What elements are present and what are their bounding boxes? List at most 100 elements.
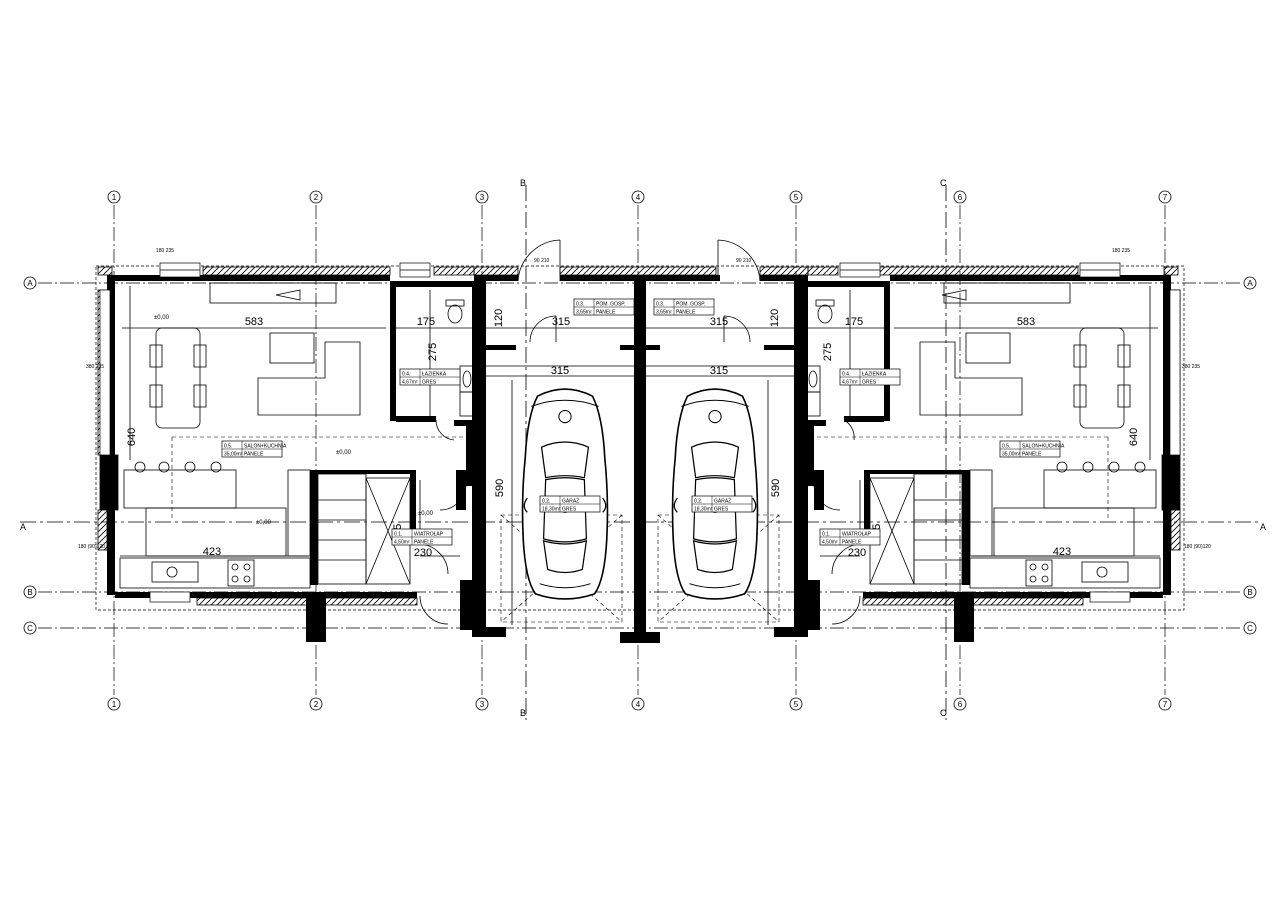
room-finish: GRES [422, 380, 437, 386]
window-mark: 380 235 [86, 364, 104, 370]
dimension-lines [120, 286, 1160, 625]
axis-bubble [23, 585, 37, 599]
section-label: B [520, 178, 526, 188]
axis-label-col: 2 [314, 193, 319, 202]
dim-salon-width-left: 583 [245, 316, 263, 328]
dim-salon-depth-right: 640 [1128, 428, 1140, 446]
room-area: 18,30m² [694, 507, 713, 513]
axis-label-row: A [1247, 279, 1253, 288]
axis-bubble [1158, 697, 1172, 711]
room-name: POM. GOSP. [676, 302, 705, 308]
door-mark: 90 210 [534, 258, 550, 264]
axis-bubble [1158, 190, 1172, 204]
dim-bath-width-left: 175 [417, 316, 435, 328]
axis-bubble [953, 190, 967, 204]
dim-garage-width-left: 315 [551, 365, 569, 377]
level-mark: ±0,00 [154, 315, 170, 321]
axis-label-col: 4 [636, 193, 641, 202]
level-mark: ±0,00 [336, 450, 352, 456]
axis-bubble [789, 697, 803, 711]
room-number: 0.2. [542, 499, 550, 505]
axis-bubble [475, 190, 489, 204]
room-finish: GRES [562, 507, 577, 513]
axis-label-col: 4 [636, 700, 641, 709]
room-finish: GRES [714, 507, 729, 513]
dim-salon-width-right: 583 [1017, 316, 1035, 328]
axis-label-col: 2 [314, 700, 319, 709]
room-finish: PANELE [842, 540, 862, 546]
room-number: 0.4. [842, 372, 850, 378]
furniture [119, 282, 1161, 600]
dim-gosp-width-right: 315 [710, 316, 728, 328]
room-area: 4,67m² [402, 380, 418, 386]
room-finish: PANELE [414, 540, 434, 546]
room-number: 0.3. [576, 302, 584, 308]
dim-garage-depth-right: 590 [770, 479, 782, 497]
room-name: SALON+KUCHNIA [244, 444, 287, 450]
axis-label-col: 1 [112, 193, 117, 202]
dim-garage-width-right: 315 [710, 365, 728, 377]
room-name: SALON+KUCHNIA [1022, 444, 1065, 450]
room-number: 0.1. [822, 532, 830, 538]
room-name: POM. GOSP. [596, 302, 625, 308]
axis-bubble [631, 697, 645, 711]
room-finish: GRES [862, 380, 877, 386]
axis-bubble [953, 697, 967, 711]
room-number: 0.1. [394, 532, 402, 538]
dim-stair-width-left: 230 [414, 547, 432, 559]
window-mark: 180 (90)120 [1184, 544, 1211, 550]
axis-label-col: 6 [958, 700, 963, 709]
axis-label-col: 6 [958, 193, 963, 202]
window-mark: 180 (90)120 [78, 544, 105, 550]
room-area: 3,65m² [656, 310, 672, 316]
level-mark: ±0,00 [256, 520, 272, 526]
room-finish: PANELE [244, 452, 264, 458]
room-area: 18,30m² [542, 507, 561, 513]
axis-label-col: 3 [480, 193, 485, 202]
window-mark: 380 235 [1182, 364, 1200, 370]
dim-salon-depth-left: 640 [126, 428, 138, 446]
axis-bubble [475, 697, 489, 711]
room-area: 35,00m² [224, 452, 243, 458]
axis-label-row: B [1247, 588, 1252, 597]
dim-bath-depth-left: 275 [427, 343, 439, 361]
room-name: ŁAZIENKA [862, 372, 887, 378]
dim-bath-width-right: 175 [845, 316, 863, 328]
opening-marks: 180 235 180 235 90 210 90 210 380 235 38… [78, 248, 1211, 550]
axis-bubble [1243, 585, 1257, 599]
axis-label-row: C [1247, 624, 1253, 633]
room-number: 0.3. [656, 302, 664, 308]
axis-label-col: 7 [1163, 700, 1168, 709]
axis-bubble [23, 276, 37, 290]
room-area: 4,50m² [394, 540, 410, 546]
axis-bubble [107, 190, 121, 204]
dim-bath-depth-right: 275 [822, 343, 834, 361]
dim-kitchen-width-right: 423 [1053, 546, 1071, 558]
window-mark: 180 235 [156, 248, 174, 254]
axis-label-col: 7 [1163, 193, 1168, 202]
room-area: 4,50m² [822, 540, 838, 546]
axis-label-row: C [27, 624, 33, 633]
axis-bubble [1243, 621, 1257, 635]
dim-wc-depth-right: 120 [769, 309, 781, 327]
level-marks: ±0,00 ±0,00 ±0,00 ±0,00 [154, 315, 434, 526]
axis-bubble [631, 190, 645, 204]
room-number: 0.5. [1002, 444, 1010, 450]
dim-garage-depth-left: 590 [494, 479, 506, 497]
axis-label-row: A [27, 279, 33, 288]
section-label: A [20, 522, 26, 532]
axis-bubble [309, 190, 323, 204]
axis-label-col: 5 [794, 700, 799, 709]
axis-label-col: 3 [480, 700, 485, 709]
axis-label-row: B [27, 588, 32, 597]
